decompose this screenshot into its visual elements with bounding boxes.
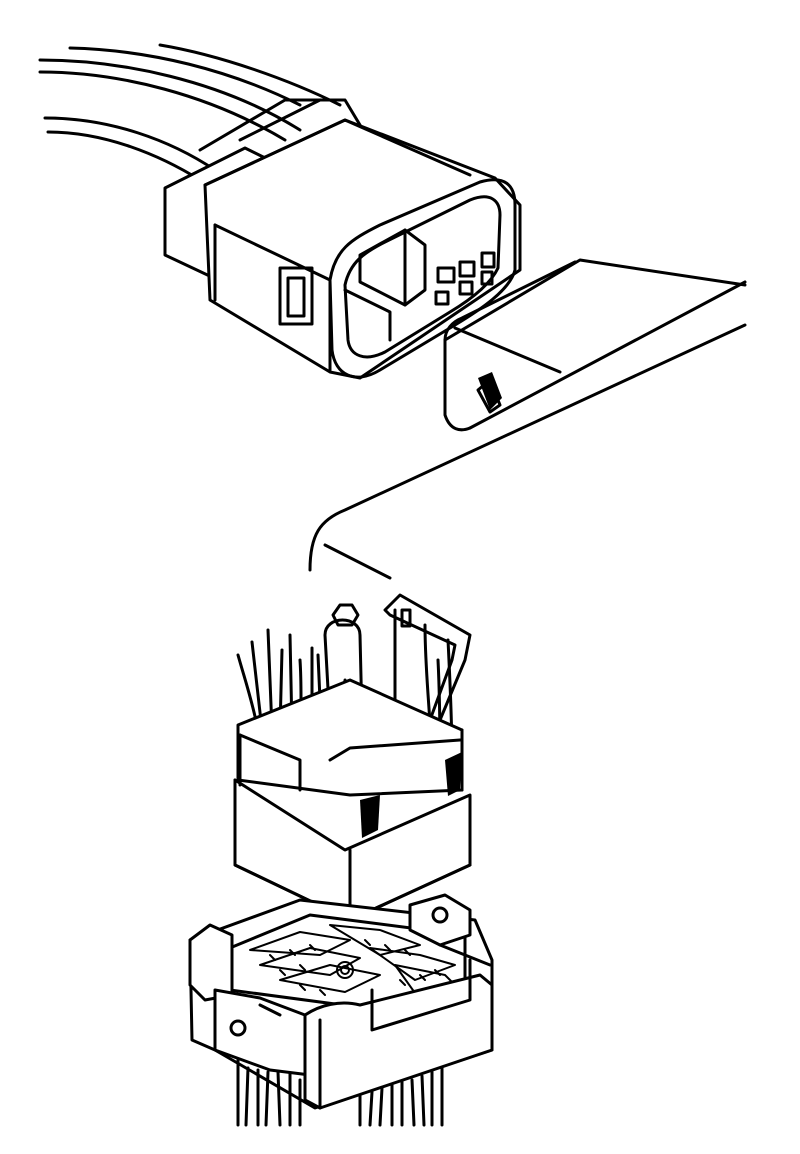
cover-recess — [370, 958, 472, 1032]
connector-body — [203, 118, 522, 380]
connector-lock-rail — [343, 288, 392, 342]
receptacle-base — [188, 893, 494, 1127]
wire — [46, 130, 202, 182]
connector-rear-edge — [238, 98, 322, 142]
receptacle-side-tab — [188, 923, 234, 1002]
side-latch — [445, 752, 462, 796]
connector-plate-step — [238, 733, 302, 792]
housing-clip-shade — [478, 372, 502, 410]
connector-front-face — [328, 178, 517, 379]
connector-plate-step — [328, 738, 462, 762]
wired-connector — [38, 43, 522, 380]
housing-bottom-edge — [468, 280, 747, 430]
mount-hole — [229, 1019, 247, 1037]
flange-detail — [258, 1003, 282, 1017]
housing-top-corner — [443, 260, 577, 342]
receptacle-mount-ear — [408, 893, 472, 947]
pin-socket — [436, 266, 456, 284]
latch-window-inner — [286, 276, 306, 318]
multi-pin-connector — [233, 593, 472, 922]
housing-rib — [453, 326, 562, 374]
wire — [43, 116, 217, 172]
pin-socket — [480, 270, 494, 286]
housing-top-edge — [443, 258, 747, 342]
pin-socket — [480, 251, 496, 269]
pin-socket — [458, 280, 474, 296]
pin-socket — [458, 260, 476, 278]
cover-top-edge — [438, 943, 492, 967]
mount-hole — [431, 906, 449, 924]
wire — [68, 46, 302, 107]
side-latch — [360, 795, 380, 838]
latch-window — [278, 266, 314, 326]
pin-socket — [434, 290, 450, 306]
control-unit-housing — [308, 258, 747, 580]
wire — [158, 43, 342, 107]
wire — [38, 70, 287, 142]
housing-lower-edge — [308, 323, 747, 572]
housing-lower-rib — [323, 543, 392, 580]
pin-grid — [249, 924, 461, 1001]
outgoing-wires — [236, 1058, 444, 1127]
connector-body-outline — [233, 778, 472, 922]
connector-top-edge — [203, 118, 472, 187]
housing-front-edge — [443, 338, 472, 432]
guide-post-nut — [331, 603, 360, 627]
wire — [38, 58, 302, 132]
lever-slot — [400, 608, 412, 628]
